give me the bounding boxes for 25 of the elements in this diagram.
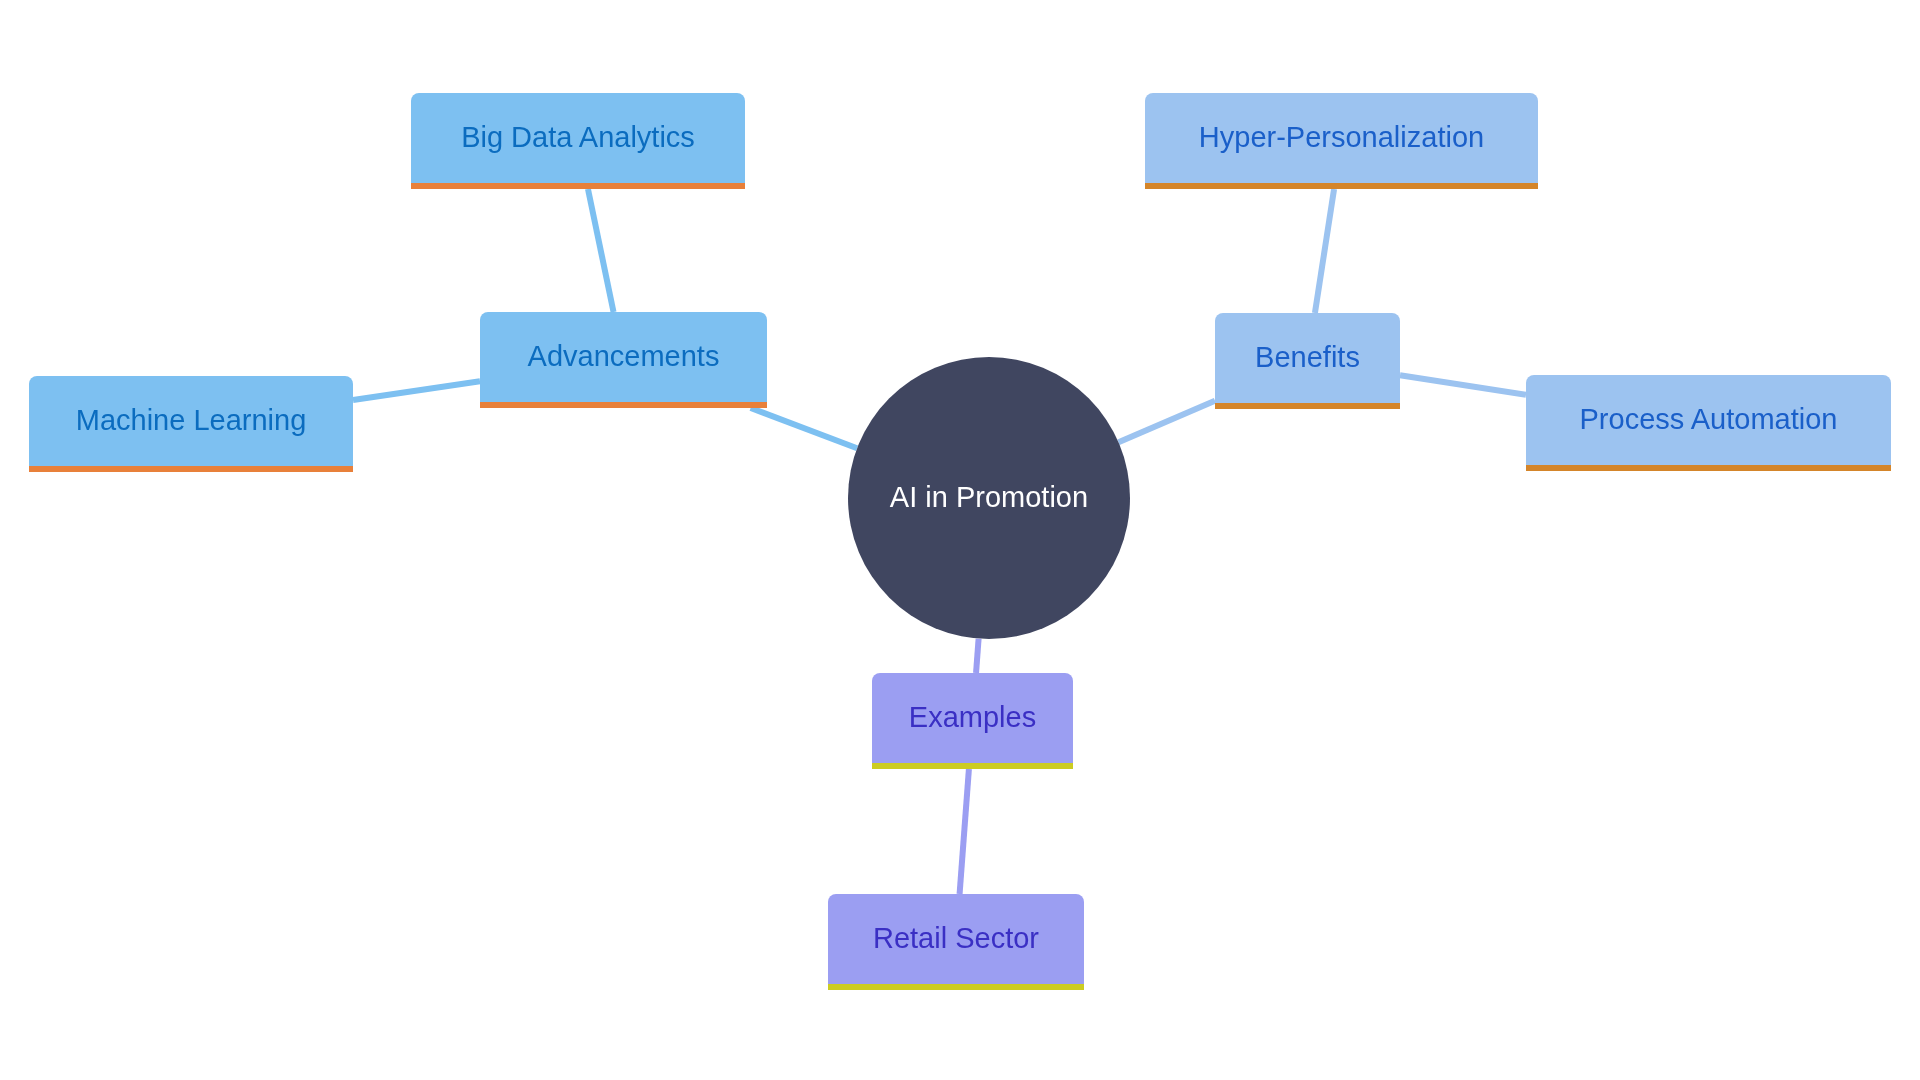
topic-box: [411, 93, 745, 189]
topic-box: [29, 376, 353, 472]
topic-label: Machine Learning: [75, 403, 307, 439]
connector-line: [352, 378, 481, 403]
topic-label: AI in Promotion: [889, 480, 1089, 516]
topic-box: [1526, 375, 1891, 471]
topic-label: Process Automation: [1579, 402, 1838, 438]
connector-line: [749, 405, 859, 451]
topic-box: [1145, 93, 1538, 189]
topic-label: Advancements: [527, 339, 720, 375]
connector-line: [956, 768, 972, 895]
connector-line: [1117, 398, 1217, 446]
topic-box: [480, 312, 767, 408]
connector-line: [1311, 188, 1338, 314]
topic-label: Retail Sector: [873, 921, 1039, 957]
topic-box: [1215, 313, 1400, 409]
connector-line: [1399, 372, 1527, 398]
topic-label: Hyper-Personalization: [1198, 120, 1485, 156]
connector-line: [973, 638, 982, 674]
topic-box: [828, 894, 1084, 990]
connector-line: [585, 188, 617, 313]
topic-label: Benefits: [1255, 340, 1360, 376]
topic-label: Big Data Analytics: [461, 120, 695, 156]
topic-box: [872, 673, 1073, 769]
topic-label: Examples: [908, 700, 1037, 736]
